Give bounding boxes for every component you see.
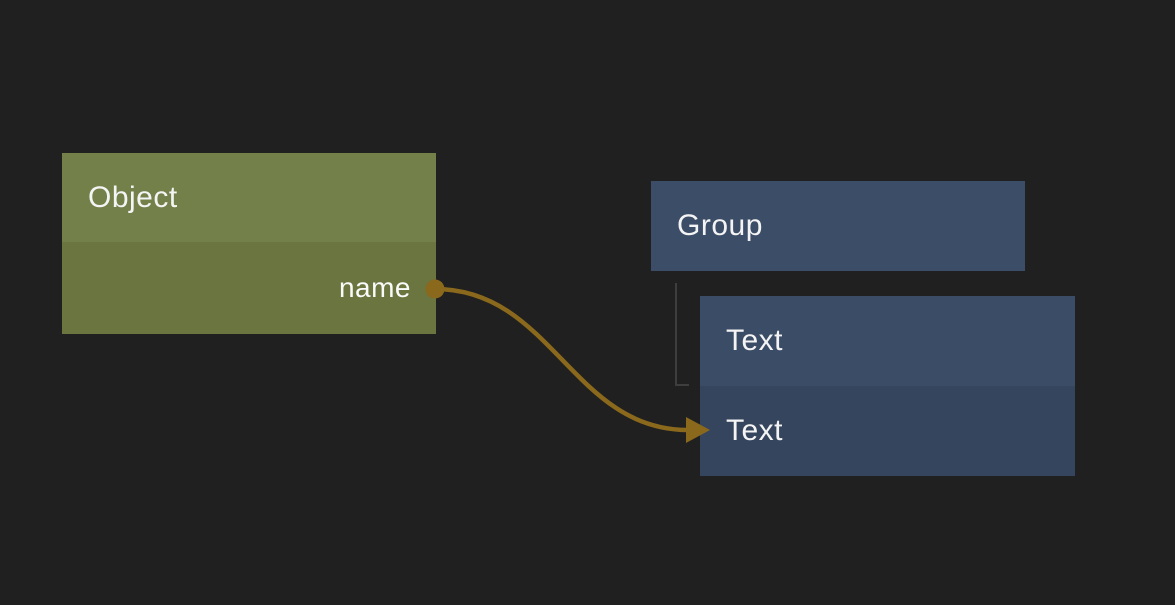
text-node-header[interactable]: Text — [700, 296, 1075, 386]
tree-connector-line — [675, 283, 689, 386]
object-node-body[interactable]: name — [62, 242, 436, 334]
edge-connection-curve[interactable] — [432, 286, 691, 433]
text-node-row-label: Text — [726, 414, 784, 447]
object-node-title: Object — [88, 180, 178, 214]
object-node[interactable]: Object name — [62, 153, 436, 334]
edge-arrowhead-icon — [686, 417, 710, 443]
group-node-title: Group — [677, 209, 763, 242]
output-port-dot[interactable] — [425, 279, 445, 299]
group-node[interactable]: Group — [651, 181, 1025, 271]
text-node-header-label: Text — [726, 324, 784, 357]
object-node-header[interactable]: Object — [62, 153, 436, 242]
object-field-name-label: name — [338, 272, 411, 303]
text-node[interactable]: Text Text — [700, 296, 1075, 476]
text-node-row[interactable]: Text — [700, 386, 1075, 476]
